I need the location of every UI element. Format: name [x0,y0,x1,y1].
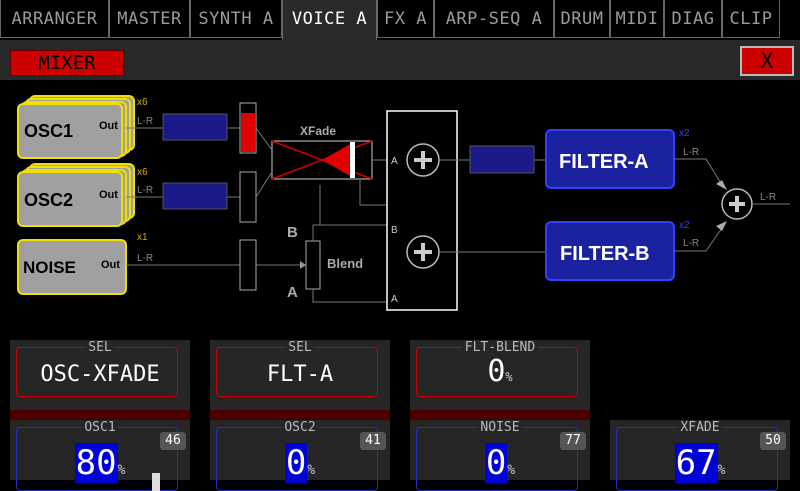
sel-caption: SEL [10,340,190,355]
osc2-level-bar [162,182,228,210]
summer-box [386,110,458,311]
osc2-xfade-slot [239,171,257,223]
page-title: MIXER [10,50,124,76]
blend-b-label: B [287,224,298,241]
blend-a-label: A [287,284,298,301]
noise-lr: L-R [137,253,153,264]
osc2-mult: x6 [137,167,148,178]
mixer-diagram: OSC1 Out x6 L-R OSC2 Out x6 L-R NOISE Ou… [17,95,790,311]
noise-mult: x1 [137,232,148,243]
osc2-level-badge: 41 [360,432,386,450]
plus-icon [406,143,440,177]
osc1-out-label: Out [99,120,118,132]
osc1-level-panel[interactable]: OSC1 46 80% [10,410,190,491]
noise-level-caption: NOISE [410,420,590,435]
flt-blend-caption: FLT-BLEND [410,340,590,355]
filter-a-lr: L-R [683,147,699,158]
xfade-level-panel[interactable]: XFADE 50 67% [610,410,790,491]
blend-control[interactable] [305,240,321,290]
xfade-level-value: 67% [674,443,726,483]
osc2-level-caption: OSC2 [210,420,390,435]
noise-label: NOISE [23,258,76,277]
tab-drum[interactable]: DRUM [554,0,610,38]
out-lr: L-R [760,192,776,203]
osc1-xfade-fill [241,113,255,152]
tab-bar: ARRANGER MASTER SYNTH A VOICE A FX A ARP… [0,0,800,40]
filter-a-label: FILTER-A [559,151,649,173]
plus-icon [406,235,440,269]
flt-blend-panel[interactable]: FLT-BLEND 0% [410,340,590,410]
tab-arp-seq-a[interactable]: ARP-SEQ A [434,0,554,38]
osc1-label: OSC1 [24,121,73,141]
sel-value: FLT-A [266,362,334,387]
blend-label: Blend [327,256,363,271]
osc1-level-badge: 46 [160,432,186,450]
header-strip [0,40,800,80]
plus-icon [721,188,753,220]
close-button[interactable]: X [740,46,794,76]
tab-fx-a[interactable]: FX A [377,0,434,38]
osc2-level-panel[interactable]: OSC2 41 0% [210,410,390,491]
filter-a-module[interactable]: FILTER-A [545,129,675,189]
tab-clip[interactable]: CLIP [722,0,780,38]
osc2-level-value: 0% [284,443,316,483]
xfade-level-caption: XFADE [610,420,790,435]
osc2-out-label: Out [99,189,118,201]
sel-caption: SEL [210,340,390,355]
osc1-level-caption: OSC1 [10,420,190,435]
sum-a2-label: A [391,294,398,305]
filter-b-label: FILTER-B [560,243,650,265]
noise-level-badge: 77 [560,432,586,450]
tab-diag[interactable]: DIAG [664,0,722,38]
tab-master[interactable]: MASTER [109,0,190,38]
filter-b-lr: L-R [683,238,699,249]
tab-synth-a[interactable]: SYNTH A [190,0,282,38]
tab-voice-a[interactable]: VOICE A [282,0,377,40]
noise-slot [239,239,257,291]
osc2-label: OSC2 [24,190,73,210]
osc1-level-indicator [152,473,160,491]
noise-level-value: 0% [484,443,516,483]
flt-blend-value: 0% [487,354,513,389]
filter-a-level-bar [469,145,535,174]
filter-b-module[interactable]: FILTER-B [545,221,675,281]
osc1-lr: L-R [137,116,153,127]
sum-a1-label: A [391,156,398,167]
xfade-label: XFade [300,124,336,138]
tab-midi[interactable]: MIDI [610,0,664,38]
noise-level-panel[interactable]: NOISE 77 0% [410,410,590,491]
noise-out-label: Out [101,259,120,271]
noise-module[interactable]: NOISE Out [17,239,127,295]
sel-panel-2[interactable]: SEL FLT-A [210,340,390,410]
osc1-module[interactable]: OSC1 Out [17,95,135,159]
filter-b-mult: x2 [679,220,690,231]
osc1-mult: x6 [137,97,148,108]
osc2-lr: L-R [137,185,153,196]
sum-b-label: B [391,225,398,236]
xfade-block[interactable] [271,140,373,180]
filter-a-mult: x2 [679,128,690,139]
osc1-level-bar [162,113,228,141]
sel-value: OSC-XFADE [40,362,160,387]
osc2-module[interactable]: OSC2 Out [17,163,135,227]
xfade-level-badge: 50 [760,432,786,450]
sel-panel-1[interactable]: SEL OSC-XFADE [10,340,190,410]
tab-arranger[interactable]: ARRANGER [0,0,109,38]
osc1-level-value: 80% [74,443,126,483]
